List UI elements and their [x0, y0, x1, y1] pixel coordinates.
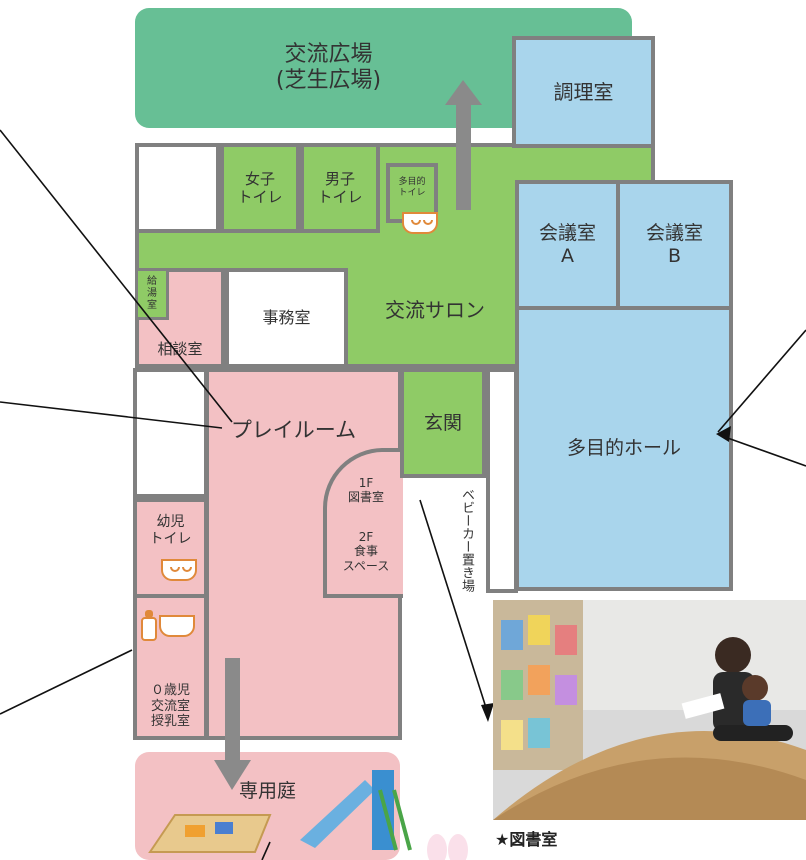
leader-line: [261, 841, 271, 860]
up-arrow-icon: [445, 80, 482, 210]
leader-line: [0, 129, 233, 423]
consultation-room-label: 相談室: [157, 340, 203, 358]
leader-line: [0, 401, 223, 429]
library-photo-image: [493, 600, 806, 820]
multipurpose-hall-label: 多目的ホール: [566, 437, 681, 460]
baby-bottle-icon: [141, 610, 157, 641]
kettle-room-label: 給 湯 室: [147, 276, 157, 311]
leader-line: [0, 649, 133, 715]
butterfly-icon: [427, 834, 468, 860]
female-toilet: 女子 トイレ: [220, 143, 300, 233]
meeting-room-b: 会議室 B: [616, 180, 733, 310]
baby-room-label: ０歳児 交流室 授乳室: [150, 683, 190, 730]
leader-arrow: [419, 499, 494, 722]
slide-illustration: [300, 770, 412, 851]
down-arrow-icon: [214, 658, 251, 790]
salon-label: 交流サロン: [385, 298, 485, 322]
multipurpose-toilet-label: 多目的 トイレ: [398, 177, 426, 198]
entrance-label: 玄関: [423, 411, 462, 434]
playroom-label: プレイルーム: [230, 418, 357, 442]
meeting-room-a-label: 会議室 A: [538, 222, 596, 267]
toddler-toilet-label: 幼児 トイレ: [149, 514, 192, 547]
meeting-room-b-label: 会議室 B: [645, 222, 703, 267]
storage-room: [135, 143, 220, 233]
plaza-label: 交流広場 (芝生広場): [275, 41, 382, 93]
female-toilet-label: 女子 トイレ: [237, 170, 283, 206]
private-garden-label: 専用庭: [238, 780, 296, 802]
stroller-parking-label: ベビーカー置き場: [459, 488, 474, 592]
meeting-room-a: 会議室 A: [515, 180, 620, 310]
diaper-icon: [159, 615, 195, 637]
entrance: 玄関: [400, 368, 486, 478]
multipurpose-hall: 多目的ホール: [515, 306, 733, 591]
cooking-room-label: 調理室: [553, 80, 614, 104]
diaper-icon: [402, 212, 438, 234]
library-nook: [323, 448, 403, 598]
cooking-room: 調理室: [512, 36, 655, 148]
office-room-label: 事務室: [262, 308, 311, 328]
office-room: 事務室: [225, 268, 348, 368]
male-toilet-label: 男子 トイレ: [317, 170, 363, 206]
sandbox-illustration: [148, 814, 272, 853]
diaper-icon: [161, 559, 197, 581]
photo-caption: ★図書室: [495, 830, 558, 849]
kettle-room: 給 湯 室: [135, 268, 169, 320]
library-photo: [493, 600, 806, 820]
library-label: 1F 図書室: [347, 476, 384, 505]
leader-arrow: [716, 329, 806, 467]
stroller-parking: [486, 368, 518, 593]
dining-label: 2F 食事 スペース: [342, 530, 390, 573]
male-toilet: 男子 トイレ: [300, 143, 380, 233]
